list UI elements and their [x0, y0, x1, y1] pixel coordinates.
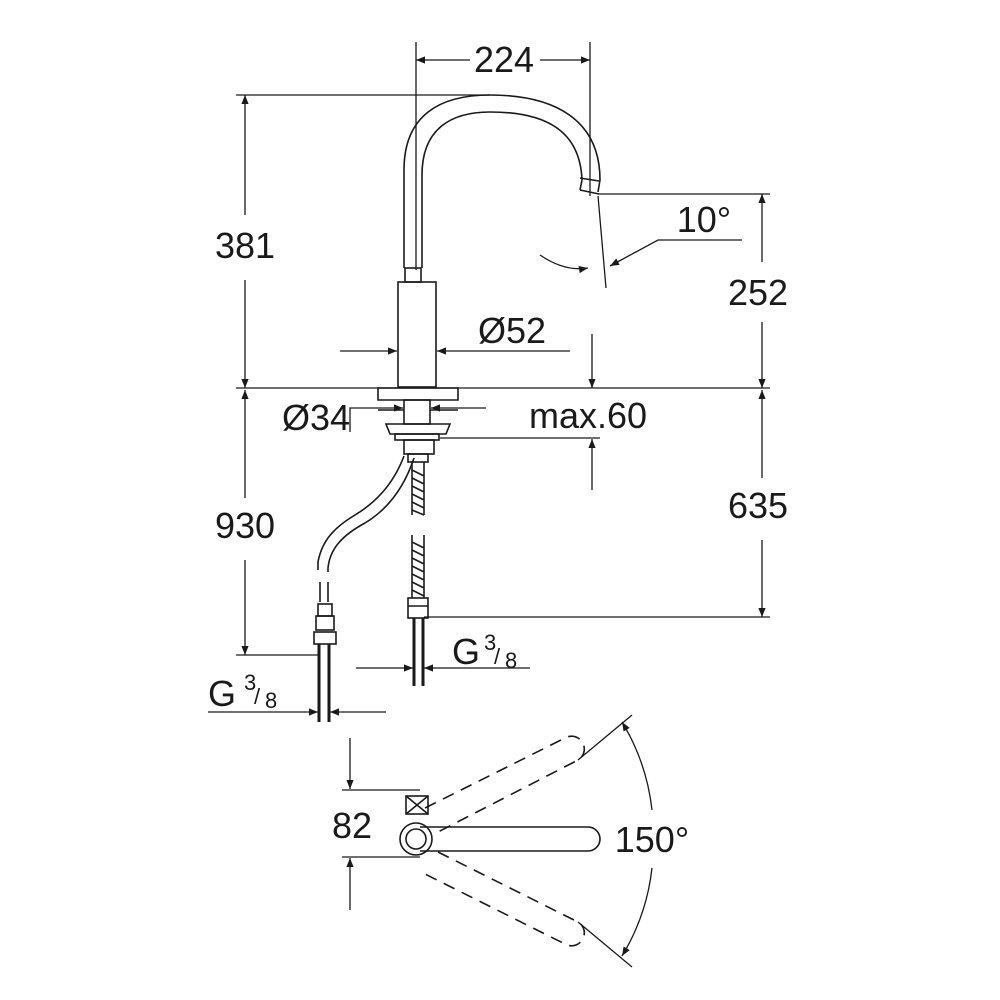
mounting-nut	[384, 423, 452, 435]
faucet-side-view	[313, 94, 601, 722]
body-top-circle-outer	[399, 822, 433, 856]
spout-outer-contour	[403, 94, 601, 268]
spout-swivel-position-up	[424, 735, 586, 833]
label-thread-left-num: 3	[244, 670, 256, 695]
spout-swivel-position-down	[424, 851, 586, 947]
label-spout-angle: 10°	[677, 199, 731, 240]
label-total-length: 930	[215, 505, 275, 546]
spout-neck	[404, 267, 422, 283]
label-swivel-angle: 150°	[615, 819, 689, 860]
label-spout-height: 252	[728, 272, 788, 313]
label-base-width: 82	[332, 805, 372, 846]
label-height-above-deck: 381	[215, 225, 275, 266]
label-max-deck-thickness: max.60	[529, 395, 647, 436]
label-mount-diameter: Ø34	[282, 397, 350, 438]
hose-fitting-right	[407, 597, 429, 619]
pipe-fitting-left	[317, 603, 333, 617]
faucet-top-view	[342, 714, 653, 968]
fraction-slash-right: /	[494, 644, 501, 669]
spout-top-outline	[420, 826, 601, 852]
fraction-slash-left: /	[254, 684, 261, 709]
label-thread-right-g: G	[452, 631, 480, 672]
label-thread-left-g: G	[208, 673, 236, 714]
label-thread-right-den: 8	[505, 648, 517, 673]
label-body-diameter: Ø52	[478, 310, 546, 351]
deck-flange	[377, 387, 459, 401]
faucet-body	[397, 281, 437, 388]
mounting-shank	[403, 399, 431, 425]
label-hose-length: 635	[728, 485, 788, 526]
spout-inner-contour	[421, 111, 583, 268]
label-reach: 224	[474, 39, 534, 80]
handle-top	[405, 795, 429, 815]
body-top-circle-inner	[405, 828, 427, 850]
braided-hose-right	[407, 462, 429, 686]
dimension-labels: 224 381 10° 252 Ø52 Ø34 max.60 930 635 G…	[208, 39, 788, 860]
label-thread-left-den: 8	[265, 688, 277, 713]
dimension-lines	[208, 42, 770, 716]
label-thread-right-num: 3	[484, 630, 496, 655]
supply-pipe-left	[313, 455, 415, 722]
